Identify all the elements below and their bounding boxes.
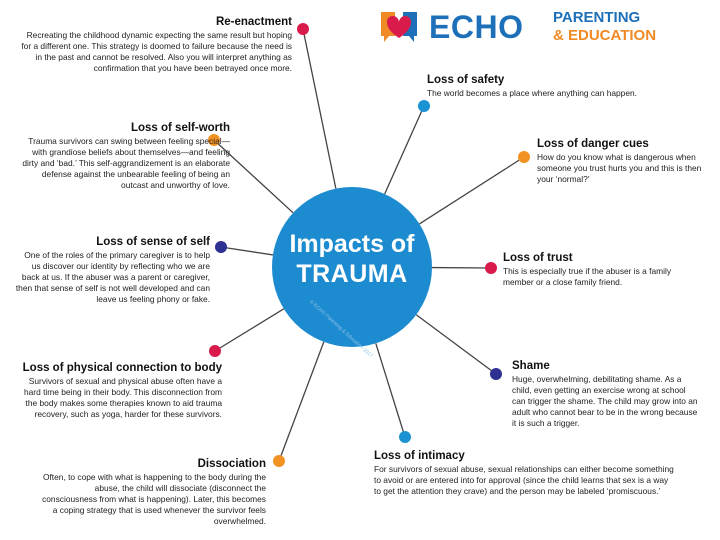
hearts-logo-icon: [381, 12, 417, 42]
hub-title-line1: Impacts of: [289, 230, 415, 258]
node-title: Dissociation: [197, 458, 266, 470]
node-body: One of the roles of the primary caregive…: [15, 250, 210, 305]
node-body: How do you know what is dangerous when s…: [537, 152, 702, 185]
node-body: Huge, overwhelming, debilitating shame. …: [512, 374, 698, 429]
node-title: Loss of self-worth: [130, 122, 230, 134]
node-title: Loss of physical connection to body: [22, 362, 222, 374]
node-loss-of-intimacy: Loss of intimacy For survivors of sexual…: [374, 450, 674, 497]
node-re-enactment: Re-enactment Recreating the childhood dy…: [20, 16, 292, 74]
node-body: The world becomes a place where anything…: [427, 88, 637, 98]
hub-title-line2: TRAUMA: [296, 260, 408, 288]
node-loss-of-physical-connection: Loss of physical connection to body Surv…: [20, 362, 222, 420]
node-dot-icon: [490, 368, 502, 380]
spoke-line: [384, 105, 425, 195]
node-dot-icon: [399, 431, 411, 443]
node-title: Loss of danger cues: [537, 138, 649, 150]
node-title: Re-enactment: [215, 16, 292, 28]
node-dot-icon: [273, 455, 285, 467]
node-body: Recreating the childhood dynamic expecti…: [21, 30, 292, 74]
node-title: Loss of safety: [427, 74, 505, 86]
spoke-line: [415, 314, 497, 375]
node-dot-icon: [208, 134, 220, 146]
node-dot-icon: [518, 151, 530, 163]
node-dot-icon: [297, 23, 309, 35]
node-body: Often, to cope with what is happening to…: [42, 472, 266, 527]
spoke-line: [278, 341, 325, 462]
node-title: Shame: [512, 360, 550, 372]
node-shame: Shame Huge, overwhelming, debilitating s…: [512, 360, 698, 429]
node-body: This is especially true if the abuser is…: [503, 266, 672, 288]
logo-echo-text: ECHO: [429, 9, 524, 45]
node-dot-icon: [209, 345, 221, 357]
echo-logo: ECHO PARENTING & EDUCATION: [373, 6, 673, 50]
node-title: Loss of trust: [503, 252, 573, 264]
node-title: Loss of intimacy: [374, 450, 465, 462]
node-body: For survivors of sexual abuse, sexual re…: [374, 464, 674, 497]
node-dot-icon: [215, 241, 227, 253]
center-hub: Impacts of TRAUMA © ECHO Parenting & Edu…: [272, 187, 432, 359]
spoke-line: [302, 28, 337, 189]
node-dissociation: Dissociation Often, to cope with what is…: [42, 458, 266, 527]
node-title: Loss of sense of self: [96, 236, 210, 248]
node-loss-of-danger-cues: Loss of danger cues How do you know what…: [537, 138, 702, 185]
spoke-line: [214, 308, 285, 352]
node-dot-icon: [418, 100, 430, 112]
node-loss-of-trust: Loss of trust This is especially true if…: [503, 252, 695, 288]
logo-education-text: & EDUCATION: [553, 27, 657, 44]
node-loss-of-sense-of-self: Loss of sense of self One of the roles o…: [14, 236, 210, 305]
spoke-line: [375, 343, 406, 438]
node-dot-icon: [485, 262, 497, 274]
node-body: Survivors of sexual and physical abuse o…: [23, 376, 222, 420]
node-body: Trauma survivors can swing between feeli…: [22, 136, 230, 191]
spoke-line: [213, 139, 294, 214]
spoke-line: [220, 246, 274, 256]
node-loss-of-safety: Loss of safety The world becomes a place…: [427, 74, 687, 99]
spoke-line: [419, 156, 525, 225]
logo-parenting-text: PARENTING: [553, 9, 641, 26]
node-loss-of-self-worth: Loss of self-worth Trauma survivors can …: [20, 122, 230, 191]
